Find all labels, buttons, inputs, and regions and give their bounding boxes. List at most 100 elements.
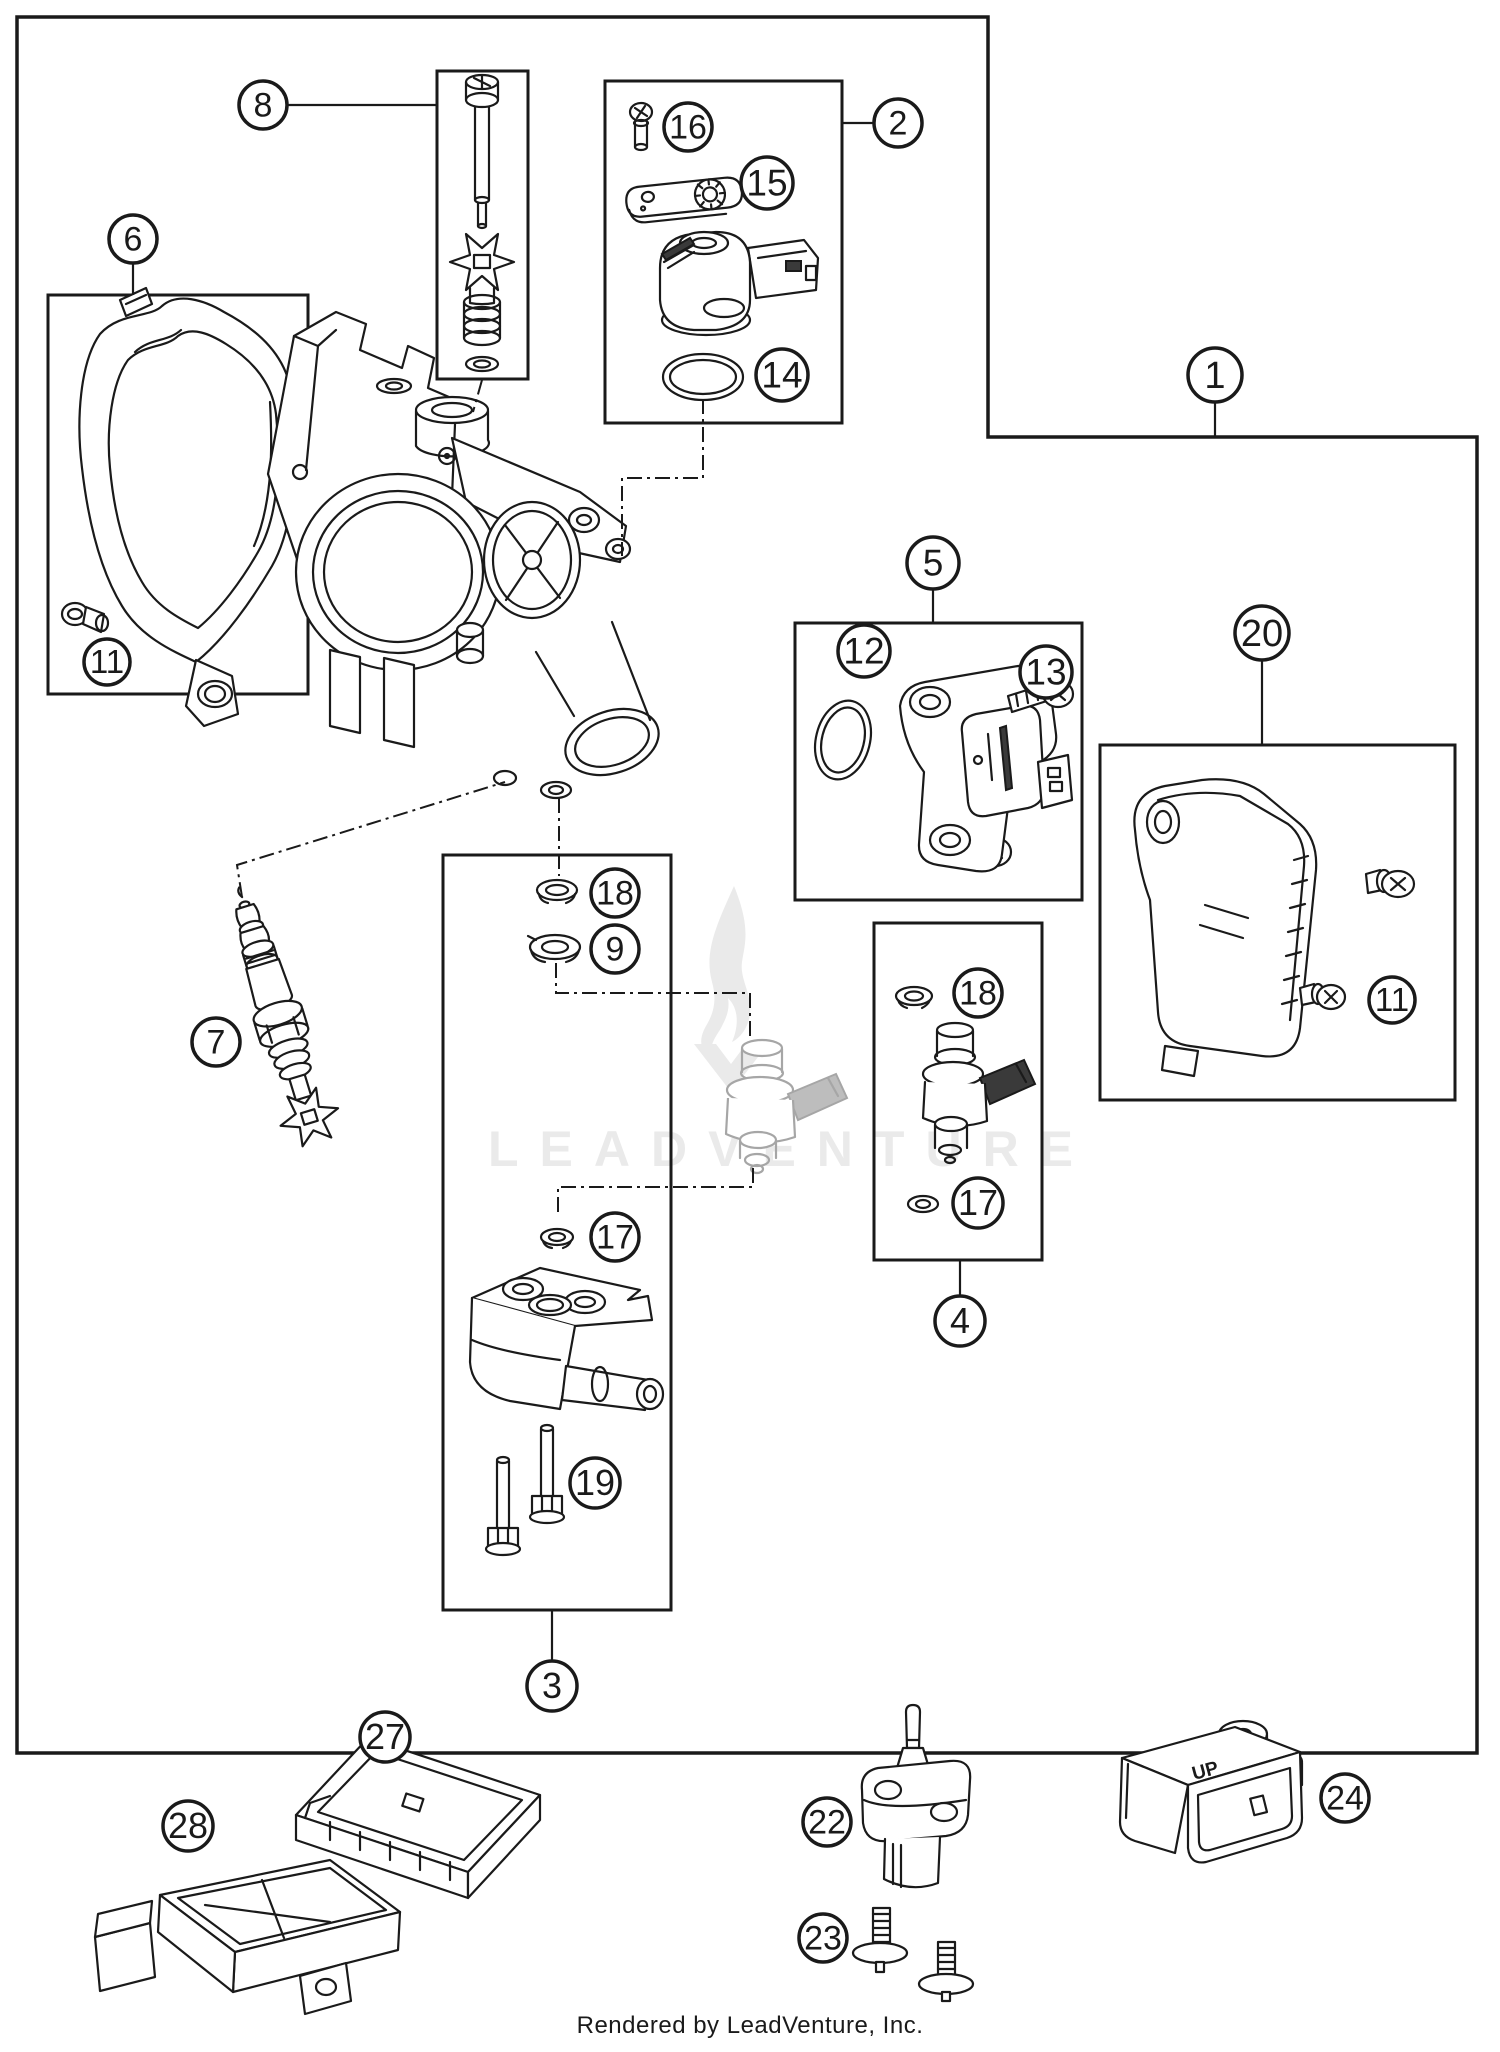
main-diagram-border bbox=[15, 15, 1479, 1755]
callout-11[interactable]: 11 bbox=[82, 637, 132, 687]
callout-13[interactable]: 13 bbox=[1018, 644, 1074, 700]
callout-4[interactable]: 4 bbox=[933, 1294, 987, 1348]
part-seal-kit-3 bbox=[468, 878, 665, 1557]
callout-8[interactable]: 8 bbox=[237, 79, 289, 131]
callout-number: 13 bbox=[1025, 651, 1066, 692]
callout-number: 7 bbox=[207, 1024, 226, 1062]
callout-24[interactable]: 24 bbox=[1319, 1772, 1371, 1824]
callout-20[interactable]: 20 bbox=[1233, 604, 1291, 662]
callout-16[interactable]: 16 bbox=[662, 101, 714, 153]
callout-2[interactable]: 2 bbox=[872, 97, 924, 149]
callout-circle bbox=[1186, 346, 1244, 404]
callout-number: 27 bbox=[365, 1716, 405, 1757]
callout-23[interactable]: 23 bbox=[797, 1912, 849, 1964]
callout-number: 1 bbox=[1204, 355, 1225, 397]
callout-6[interactable]: 6 bbox=[107, 213, 159, 265]
callout-circle bbox=[836, 623, 892, 679]
callout-number: 24 bbox=[1326, 1780, 1364, 1818]
callout-5[interactable]: 5 bbox=[905, 535, 961, 591]
sensor-2 bbox=[658, 230, 820, 337]
callout-circle bbox=[589, 1211, 641, 1263]
callout-number: 2 bbox=[889, 105, 908, 143]
part-tps-kit-5 bbox=[813, 664, 1075, 873]
callout-18[interactable]: 18 bbox=[589, 867, 641, 919]
callout-number: 4 bbox=[950, 1300, 970, 1341]
watermark-v-icon bbox=[694, 1044, 768, 1092]
callout-circle bbox=[933, 1294, 987, 1348]
callout-number: 17 bbox=[958, 1182, 998, 1223]
part-connector-24 bbox=[1118, 1719, 1304, 1864]
seal-9 bbox=[528, 933, 582, 961]
callout-circle bbox=[801, 1796, 853, 1848]
part-gasket-6 bbox=[60, 286, 296, 728]
callout-7[interactable]: 7 bbox=[190, 1016, 242, 1068]
callout-14[interactable]: 14 bbox=[754, 347, 810, 403]
callout-15[interactable]: 15 bbox=[739, 155, 795, 211]
callout-number: 11 bbox=[90, 643, 124, 680]
callout-17[interactable]: 17 bbox=[951, 1176, 1005, 1230]
callout-circle bbox=[161, 1799, 215, 1853]
callout-number: 15 bbox=[746, 162, 787, 203]
callout-circle bbox=[951, 1176, 1005, 1230]
callout-3[interactable]: 3 bbox=[525, 1659, 579, 1713]
callout-circle bbox=[358, 1710, 412, 1764]
part-module-28 bbox=[93, 1858, 402, 2016]
callout-circle bbox=[872, 97, 924, 149]
assembly-link-4 bbox=[555, 963, 751, 1040]
callout-number: 16 bbox=[669, 109, 707, 147]
assembly-link-2 bbox=[472, 379, 483, 413]
callout-19[interactable]: 19 bbox=[568, 1456, 622, 1510]
parts-artwork bbox=[60, 73, 1416, 2016]
assembly-links bbox=[235, 379, 754, 1214]
callout-circle bbox=[237, 79, 289, 131]
part-injector-kit-4 bbox=[894, 985, 1037, 1214]
callout-circle bbox=[662, 101, 714, 153]
callouts: 1234567891111121314151617171818192022232… bbox=[82, 79, 1417, 1964]
callout-11[interactable]: 11 bbox=[1367, 975, 1417, 1025]
group-box-8 bbox=[435, 69, 530, 381]
callout-circle bbox=[1018, 644, 1074, 700]
callout-number: 5 bbox=[923, 542, 944, 583]
callout-18[interactable]: 18 bbox=[952, 967, 1004, 1019]
callout-9[interactable]: 9 bbox=[589, 923, 641, 975]
callout-circle bbox=[1319, 1772, 1371, 1824]
callout-28[interactable]: 28 bbox=[161, 1799, 215, 1853]
callout-12[interactable]: 12 bbox=[836, 623, 892, 679]
callout-number: 17 bbox=[596, 1219, 634, 1257]
callout-circle bbox=[905, 535, 961, 591]
watermark-flame-icon bbox=[701, 886, 751, 1056]
callout-circle bbox=[1367, 975, 1417, 1025]
callout-circle bbox=[797, 1912, 849, 1964]
group-box-3 bbox=[441, 853, 673, 1612]
cover-screw-b bbox=[1298, 982, 1347, 1011]
part-screws-23 bbox=[851, 1906, 975, 2003]
callout-number: 6 bbox=[124, 221, 143, 259]
callout-number: 22 bbox=[808, 1804, 846, 1842]
part-sensor-kit-2 bbox=[625, 101, 820, 402]
part-sensor-22 bbox=[860, 1703, 972, 1889]
callout-1[interactable]: 1 bbox=[1186, 346, 1244, 404]
callout-circle bbox=[589, 923, 641, 975]
part-throttle-body bbox=[266, 310, 660, 800]
callout-circle bbox=[82, 637, 132, 687]
callout-number: 3 bbox=[542, 1665, 562, 1706]
callout-circle bbox=[589, 867, 641, 919]
cover-screw-a bbox=[1364, 868, 1416, 899]
callout-number: 9 bbox=[606, 931, 625, 969]
callout-17[interactable]: 17 bbox=[589, 1211, 641, 1263]
part-bolt-kit-8 bbox=[448, 73, 516, 373]
part-injector-ghost bbox=[724, 1038, 849, 1175]
group-box-5 bbox=[793, 621, 1084, 902]
fuel-connector bbox=[468, 1266, 665, 1412]
screw-11a bbox=[60, 601, 110, 634]
callout-27[interactable]: 27 bbox=[358, 1710, 412, 1764]
leader-lines bbox=[131, 103, 1264, 1661]
callout-22[interactable]: 22 bbox=[801, 1796, 853, 1848]
group-box-2 bbox=[603, 79, 844, 425]
part-ecu-27 bbox=[294, 1736, 542, 1900]
callout-number: 28 bbox=[168, 1805, 208, 1846]
group-box-4 bbox=[872, 921, 1044, 1262]
seal-18 bbox=[535, 878, 579, 902]
callout-circle bbox=[190, 1016, 242, 1068]
